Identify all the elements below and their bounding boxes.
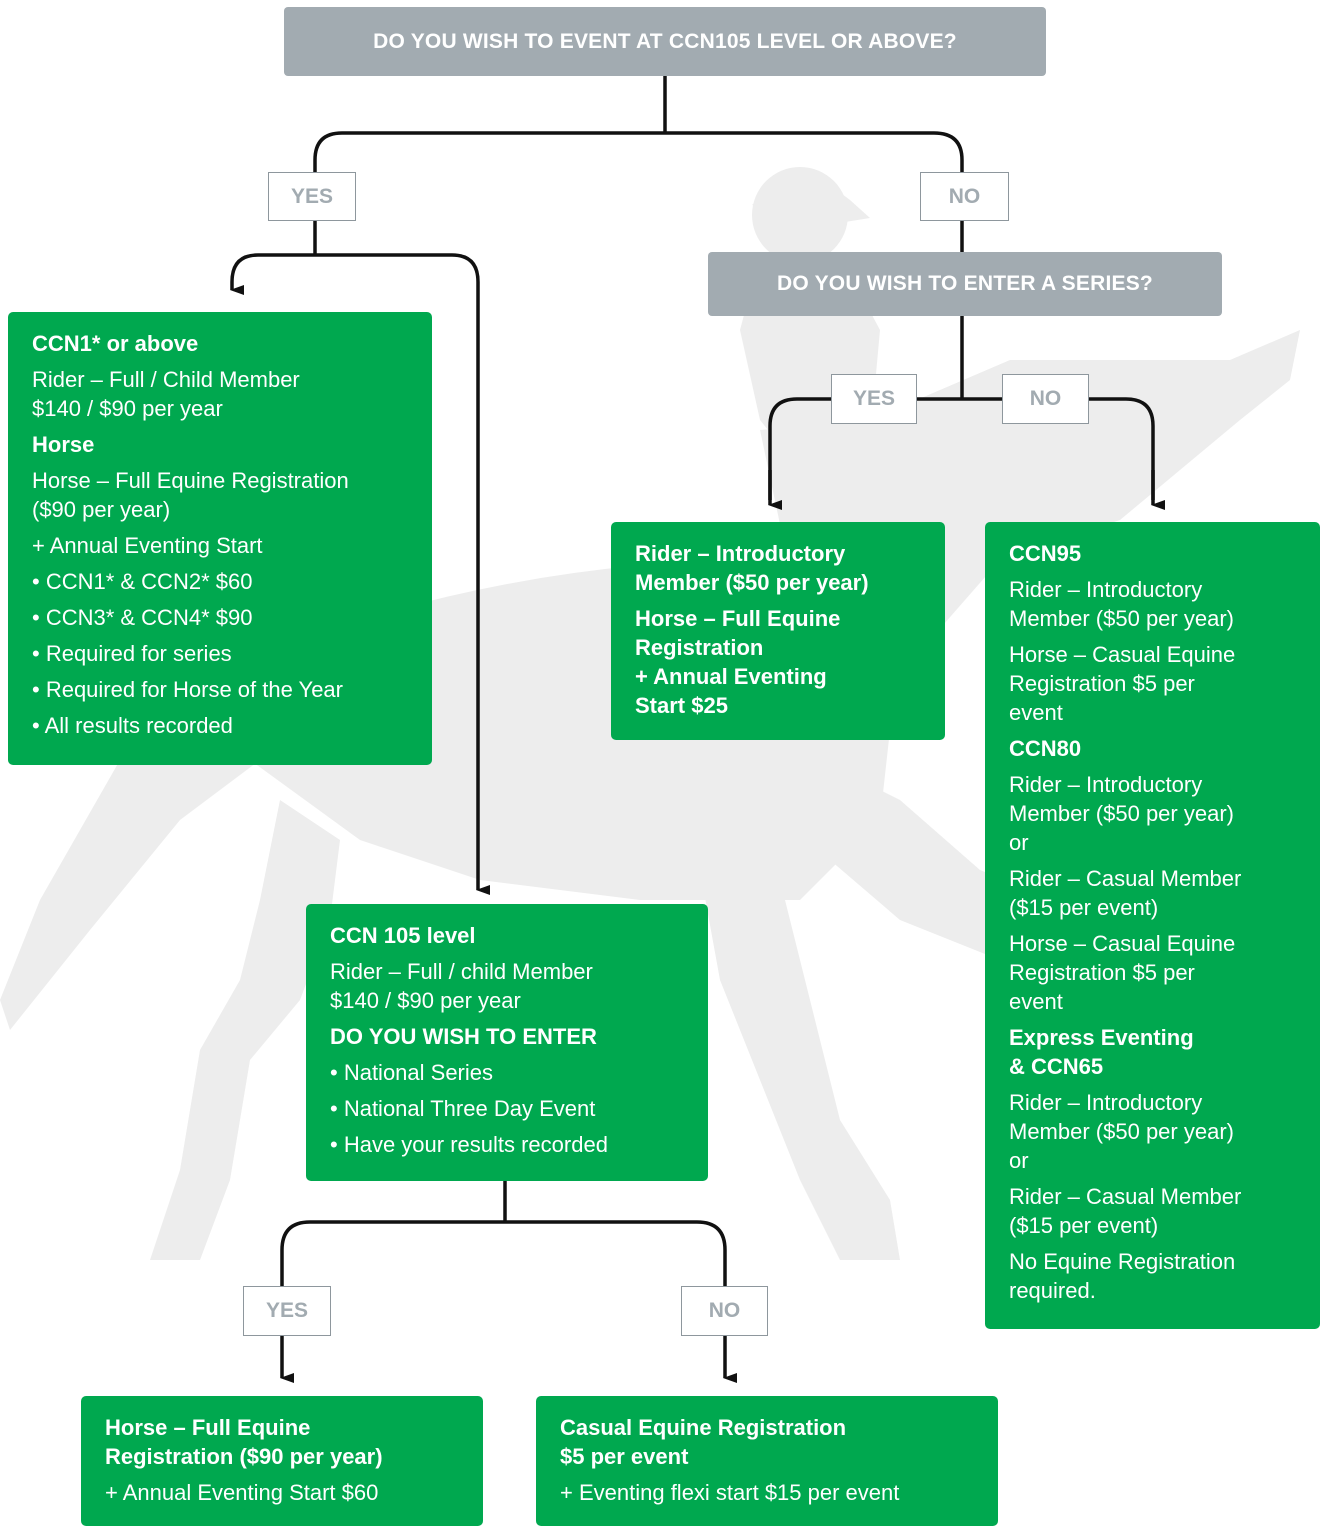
- ccn1-line: Horse: [32, 432, 95, 457]
- ccn105-line: Rider – Full / child Member $140 / $90 p…: [330, 959, 593, 1013]
- ccn105-line: • National Series: [330, 1060, 494, 1085]
- answer-series-yes: Rider – Introductory Member ($50 per yea…: [611, 522, 945, 740]
- series-no-line: Rider – Introductory Member ($50 per yea…: [1009, 577, 1234, 631]
- series-no-line: Horse – Casual Equine Registration $5 pe…: [1009, 931, 1236, 1014]
- series-no-line: Rider – Introductory Member ($50 per yea…: [1009, 1090, 1234, 1173]
- question-ccn105-or-above: DO YOU WISH TO EVENT AT CCN105 LEVEL OR …: [284, 7, 1046, 76]
- series-no-line: Express Eventing & CCN65: [1009, 1025, 1194, 1079]
- national-no-line: Casual Equine Registration $5 per event: [560, 1415, 847, 1469]
- series-no-line: CCN95: [1009, 541, 1082, 566]
- series-no-line: No Equine Registration required.: [1009, 1249, 1236, 1303]
- connector-q2-split: [768, 397, 1155, 500]
- national-yes-line: Horse – Full Equine Registration ($90 pe…: [105, 1415, 383, 1469]
- ccn1-line: • All results recorded: [32, 713, 233, 738]
- ccn1-line: • Required for Horse of the Year: [32, 677, 343, 702]
- national-no-line: + Eventing flexi start $15 per event: [560, 1480, 900, 1505]
- answer-national-yes: Horse – Full Equine Registration ($90 pe…: [81, 1396, 483, 1526]
- label-no-national: NO: [681, 1286, 768, 1336]
- connector-q1-split: [313, 131, 964, 175]
- ccn1-line: • CCN3* & CCN4* $90: [32, 605, 253, 630]
- ccn105-line: DO YOU WISH TO ENTER: [330, 1024, 597, 1049]
- series-no-line: Rider – Casual Member ($15 per event): [1009, 1184, 1242, 1238]
- connector-yes-left: [230, 253, 315, 295]
- ccn1-line: • CCN1* & CCN2* $60: [32, 569, 253, 594]
- ccn105-line: • National Three Day Event: [330, 1096, 596, 1121]
- series-no-line: Rider – Casual Member ($15 per event): [1009, 866, 1242, 920]
- connector-ccn105-split: [280, 1220, 727, 1290]
- series-no-line: Rider – Introductory Member ($50 per yea…: [1009, 772, 1234, 855]
- series-no-line: Horse – Casual Equine Registration $5 pe…: [1009, 642, 1236, 725]
- ccn1-line: CCN1* or above: [32, 331, 199, 356]
- series-yes-line: Rider – Introductory Member ($50 per yea…: [635, 541, 869, 595]
- series-no-line: CCN80: [1009, 736, 1082, 761]
- question-enter-series: DO YOU WISH TO ENTER A SERIES?: [708, 252, 1222, 316]
- ccn1-line: • Required for series: [32, 641, 232, 666]
- national-yes-line: + Annual Eventing Start $60: [105, 1480, 379, 1505]
- label-no-series: NO: [1002, 374, 1089, 424]
- ccn105-line: CCN 105 level: [330, 923, 476, 948]
- label-yes-national: YES: [243, 1286, 331, 1336]
- connector-yes-right: [315, 253, 490, 895]
- ccn105-line: • Have your results recorded: [330, 1132, 608, 1157]
- answer-national-no: Casual Equine Registration $5 per event +…: [536, 1396, 998, 1526]
- series-yes-line: Horse – Full Equine Registration + Annua…: [635, 606, 841, 718]
- label-yes-series: YES: [831, 374, 917, 424]
- label-no-ccn105: NO: [920, 172, 1009, 221]
- label-yes-ccn105: YES: [268, 172, 356, 221]
- ccn1-line: Horse – Full Equine Registration ($90 pe…: [32, 468, 349, 522]
- ccn1-line: Rider – Full / Child Member $140 / $90 p…: [32, 367, 300, 421]
- ccn1-line: + Annual Eventing Start: [32, 533, 263, 558]
